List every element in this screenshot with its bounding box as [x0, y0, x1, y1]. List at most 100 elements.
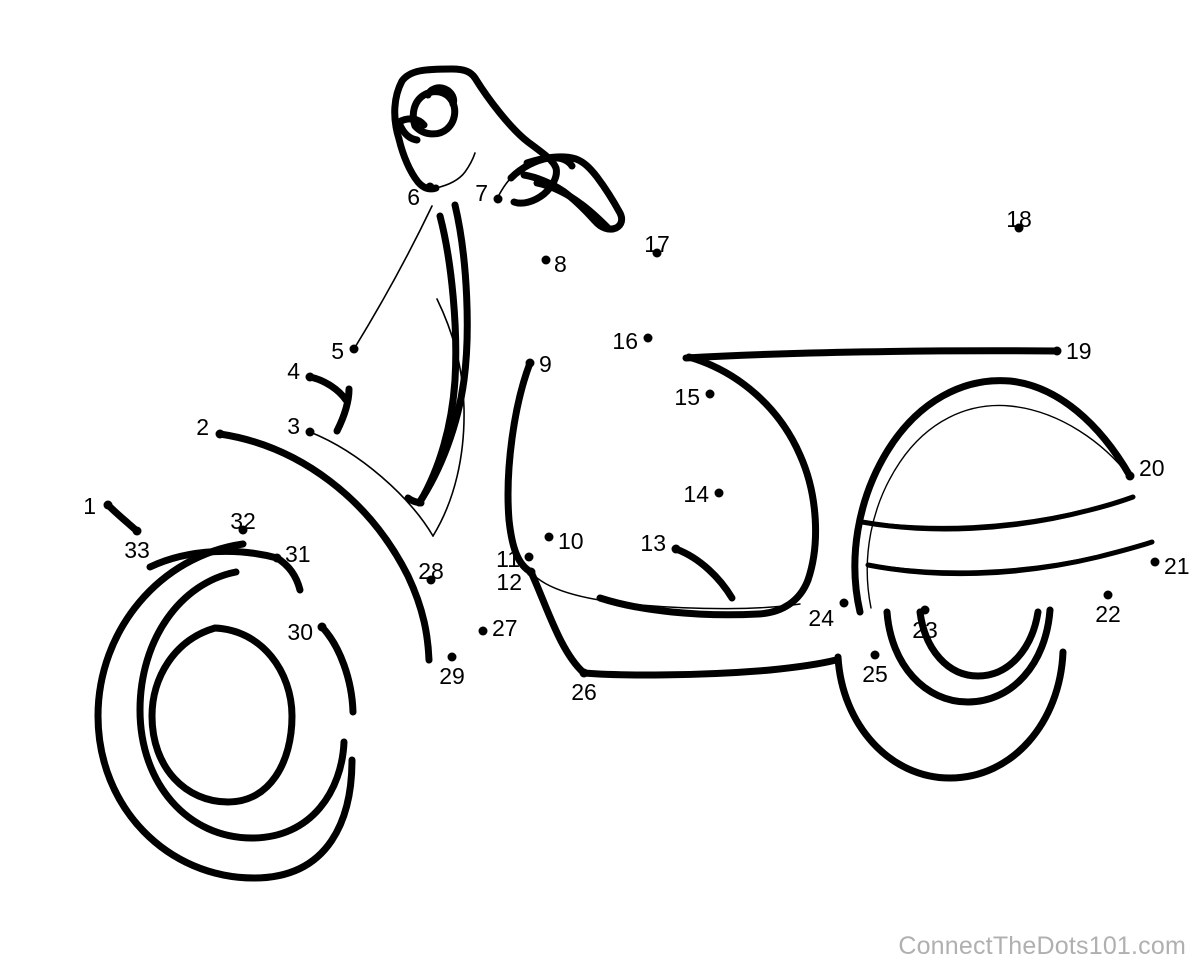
cowl-stripe-bot-thin — [867, 540, 1154, 572]
dot-label-21: 21 — [1164, 553, 1190, 579]
dot-label-27: 27 — [492, 615, 518, 641]
dot-label-6: 6 — [407, 184, 420, 210]
wheel-arc-31 — [146, 547, 281, 571]
dot-33[interactable] — [132, 526, 142, 536]
dot-7[interactable] — [493, 194, 503, 204]
fork-bottom-tip — [404, 494, 425, 507]
dot-10[interactable] — [544, 532, 554, 542]
dot-label-22: 22 — [1095, 601, 1121, 627]
dot-24[interactable] — [839, 598, 849, 608]
side-panel-sweep — [685, 353, 820, 584]
dot-15[interactable] — [705, 389, 715, 399]
dot-label-12: 12 — [496, 569, 522, 595]
dot-14[interactable] — [714, 488, 724, 498]
dot-label-33: 33 — [124, 537, 150, 563]
site-watermark: ConnectTheDots101.com — [898, 932, 1186, 960]
side-panel-bottom — [596, 576, 812, 619]
dot-5[interactable] — [349, 344, 359, 354]
dot-label-20: 20 — [1139, 455, 1165, 481]
dot-17[interactable] — [652, 248, 662, 258]
dot-label-15: 15 — [674, 384, 700, 410]
dot-6[interactable] — [425, 182, 435, 192]
dot-label-23: 23 — [912, 617, 938, 643]
dot-23[interactable] — [920, 605, 930, 615]
dot-16[interactable] — [643, 333, 653, 343]
dot-4[interactable] — [305, 372, 315, 382]
headlight-shoulder — [395, 115, 428, 129]
seat-front-curve — [504, 359, 535, 576]
under-seat-hook — [672, 545, 736, 602]
dot-label-7: 7 — [475, 180, 488, 206]
dot-9[interactable] — [525, 358, 535, 368]
leg-shield-inner — [416, 212, 460, 506]
dot-label-1: 1 — [83, 493, 96, 519]
floorboard-thin — [530, 571, 801, 610]
fork-leg-inner-edge — [333, 385, 353, 435]
floorboard-bottom — [527, 568, 840, 679]
dot-label-13: 13 — [640, 530, 666, 556]
dot-2[interactable] — [215, 429, 225, 439]
dot-29[interactable] — [447, 652, 457, 662]
dot-label-32: 32 — [230, 508, 256, 534]
rear-fender-outer-arc — [834, 648, 1067, 782]
dot-label-30: 30 — [287, 619, 313, 645]
grip-seam — [533, 179, 612, 232]
dot-label-19: 19 — [1066, 338, 1092, 364]
dot-3[interactable] — [305, 427, 315, 437]
dot-label-26: 26 — [571, 679, 597, 705]
body-top-thin — [685, 350, 1058, 359]
dot-label-24: 24 — [808, 605, 834, 631]
dot-28[interactable] — [426, 575, 436, 585]
fork-tube-left — [353, 205, 433, 350]
dot-20[interactable] — [1125, 471, 1135, 481]
rear-cowl-outer — [851, 377, 1134, 616]
dot-30[interactable] — [317, 622, 327, 632]
dot-12[interactable] — [526, 567, 536, 577]
dot-11[interactable] — [524, 552, 534, 562]
dot-18[interactable] — [1014, 223, 1024, 233]
wheel-hub-circle — [148, 624, 296, 806]
dot-label-16: 16 — [612, 328, 638, 354]
dot-label-8: 8 — [554, 251, 567, 277]
dot-13[interactable] — [671, 544, 681, 554]
wheel-rim-middle — [136, 568, 348, 842]
wheel-tire-outer — [94, 540, 356, 882]
dot-label-9: 9 — [539, 351, 552, 377]
wheel-arc-30 — [318, 623, 357, 716]
rear-cowl-inner — [866, 404, 1131, 609]
dot-label-31: 31 — [285, 541, 311, 567]
dot-27[interactable] — [478, 626, 488, 636]
front-fender-inner — [309, 431, 434, 537]
cowl-stripe-bottom — [865, 539, 1155, 577]
dot-21[interactable] — [1150, 557, 1160, 567]
dot-32[interactable] — [238, 525, 248, 535]
dot-1[interactable] — [103, 500, 113, 510]
handlebar-outline — [391, 65, 560, 207]
dot-31[interactable] — [272, 553, 282, 563]
dot-22[interactable] — [1103, 590, 1113, 600]
dot-label-29: 29 — [439, 663, 465, 689]
dot-label-10: 10 — [558, 528, 584, 554]
cowl-stripe-top-thin — [861, 495, 1135, 528]
headlight-base-left — [396, 121, 421, 144]
dot-label-2: 2 — [196, 414, 209, 440]
dot-label-3: 3 — [287, 413, 300, 439]
dot-label-17: 17 — [644, 231, 670, 257]
dot-25[interactable] — [870, 650, 880, 660]
dot-label-5: 5 — [331, 338, 344, 364]
rear-fender-mid-arc — [883, 606, 1054, 706]
fork-blade-right — [432, 298, 465, 537]
cowl-stripe-top — [859, 494, 1136, 532]
headlight-top-cap — [424, 84, 458, 108]
scooter-outline-strokes — [94, 65, 1155, 882]
dot-label-14: 14 — [683, 481, 709, 507]
front-fender-outer — [216, 430, 433, 664]
dot-label-4: 4 — [287, 358, 300, 384]
dot-26[interactable] — [579, 668, 589, 678]
dot-19[interactable] — [1052, 346, 1062, 356]
dot-8[interactable] — [541, 255, 551, 265]
